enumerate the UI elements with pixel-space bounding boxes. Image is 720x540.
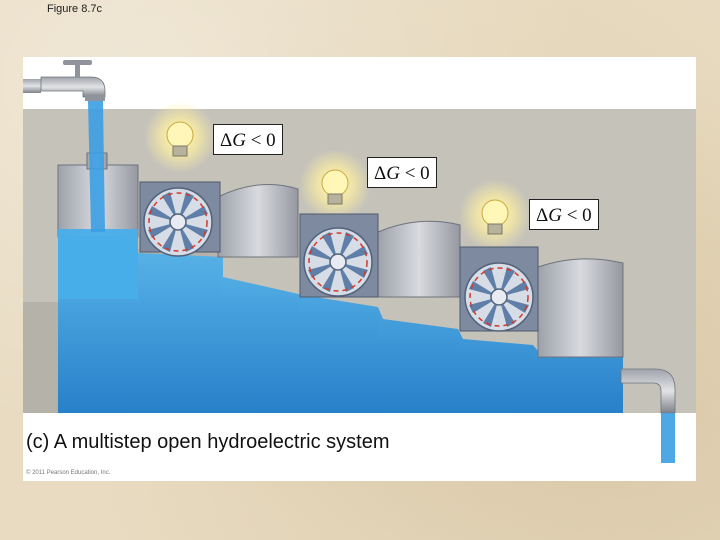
tank-3: [377, 220, 461, 298]
figure-caption: (c) A multistep open hydroelectric syste…: [26, 431, 390, 453]
turbine-wheel-2: [303, 227, 373, 297]
diagram-panel: ΔG < 0 ΔG < 0 ΔG < 0 (c) A multistep ope…: [23, 57, 696, 481]
outflow-pipe: [620, 368, 676, 463]
figure-label: Figure 8.7c: [47, 3, 103, 15]
faucet-icon: [23, 60, 106, 101]
delta-g-label-1: ΔG < 0: [213, 124, 283, 155]
copyright-notice: © 2011 Pearson Education, Inc.: [26, 470, 111, 476]
water-stream-in: [88, 101, 105, 232]
turbine-wheel-3: [464, 262, 534, 332]
hydroelectric-illustration: [23, 60, 696, 463]
tank-2: [217, 184, 299, 258]
delta-g-label-2: ΔG < 0: [367, 157, 437, 188]
tank-4: [537, 258, 624, 358]
delta-g-label-3: ΔG < 0: [529, 199, 599, 230]
light-bulb-3: [481, 199, 509, 235]
turbine-wheel-1: [143, 187, 213, 257]
water-body: [58, 232, 623, 413]
light-bulb-1: [166, 121, 194, 157]
light-bulb-2: [321, 169, 349, 205]
